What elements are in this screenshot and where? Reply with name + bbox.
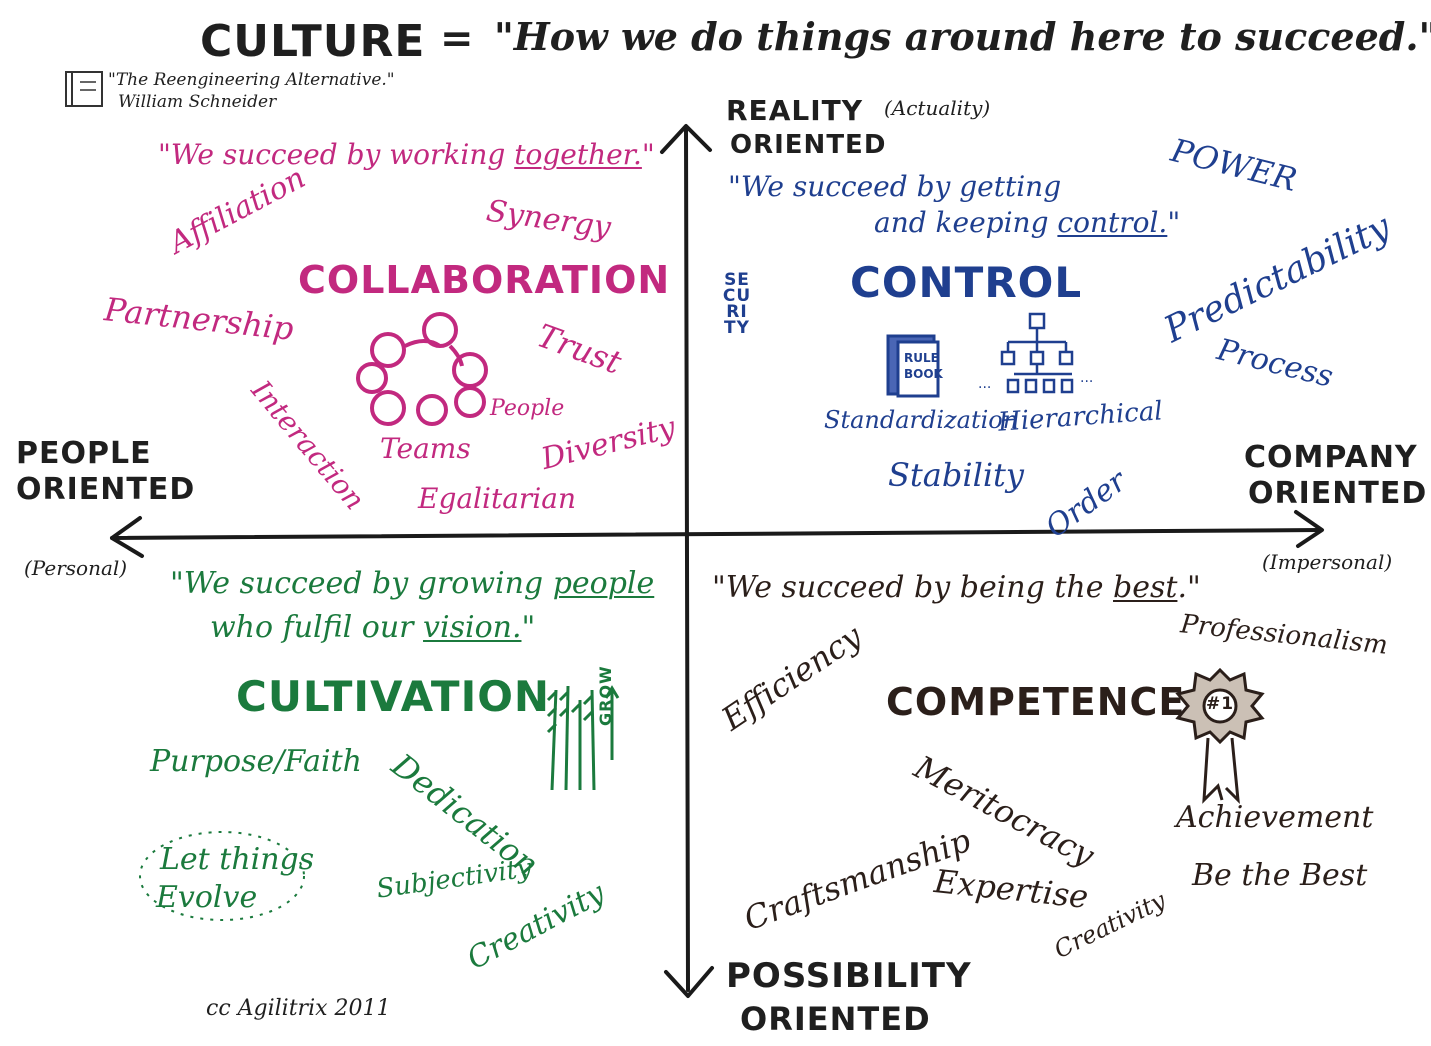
credit-text: cc Agilitrix 2011 bbox=[206, 996, 391, 1021]
people-oriented-label: ORIENTED bbox=[16, 472, 196, 507]
word-purpose-faith: Purpose/Faith bbox=[150, 744, 363, 779]
right-arrow-icon bbox=[1294, 510, 1324, 548]
company-oriented-label: ORIENTED bbox=[1248, 476, 1428, 511]
cultivation-quote-line2-text: who fulfil our bbox=[210, 610, 424, 645]
personal-note: (Personal) bbox=[24, 556, 128, 580]
control-title: CONTROL bbox=[850, 258, 1083, 307]
word-evolve: Evolve bbox=[156, 880, 258, 915]
collaboration-quote-text: "We succeed by working bbox=[158, 138, 515, 171]
word-egalitarian: Egalitarian bbox=[418, 482, 576, 515]
competence-quote-close: ." bbox=[1177, 570, 1201, 605]
collaboration-quote-close: " bbox=[641, 138, 655, 171]
word-standardization: Standardization bbox=[824, 406, 1019, 434]
book-icon bbox=[65, 71, 103, 107]
collaboration-quote: "We succeed by working together." bbox=[158, 138, 655, 171]
competence-quote-text: "We succeed by being the bbox=[712, 570, 1114, 605]
rule-book-icon: RULE BOOK bbox=[886, 334, 944, 398]
up-arrow-icon bbox=[660, 124, 712, 154]
vertical-axis bbox=[684, 126, 690, 992]
wheat-icon bbox=[546, 685, 620, 791]
equals-sign: = bbox=[440, 16, 475, 62]
word-achievement: Achievement bbox=[1176, 800, 1374, 835]
horizontal-axis bbox=[110, 528, 1322, 540]
culture-definition: "How we do things around here to succeed… bbox=[494, 14, 1431, 59]
dotted-cloud-outline bbox=[139, 831, 305, 921]
cultivation-quote-line1: "We succeed by growing people bbox=[170, 566, 654, 601]
control-quote-line2-text: and keeping bbox=[874, 206, 1058, 239]
cultivation-quote-line2-underlined: vision. bbox=[423, 610, 522, 645]
word-teams: Teams bbox=[380, 432, 471, 465]
possibility-oriented-label: ORIENTED bbox=[740, 1000, 931, 1038]
cultivation-quote-line1-text: "We succeed by growing bbox=[170, 566, 553, 601]
source-author: William Schneider bbox=[118, 92, 277, 112]
down-arrow-icon bbox=[664, 966, 714, 998]
word-grow: GROW bbox=[596, 665, 615, 726]
word-security: SECURITY bbox=[722, 270, 752, 338]
control-quote-line1: "We succeed by getting bbox=[728, 170, 1062, 203]
word-stability: Stability bbox=[888, 456, 1024, 494]
word-people: People bbox=[490, 396, 565, 421]
cultivation-title: CULTIVATION bbox=[236, 672, 551, 721]
control-quote-close: " bbox=[1167, 206, 1181, 239]
word-be-the-best: Be the Best bbox=[1192, 858, 1368, 893]
award-ribbon-icon bbox=[1175, 667, 1265, 805]
svg-text:BOOK: BOOK bbox=[904, 367, 944, 381]
collaboration-quote-underlined: together. bbox=[514, 138, 642, 171]
left-arrow-icon bbox=[110, 516, 144, 558]
svg-text:···: ··· bbox=[978, 380, 991, 396]
culture-heading: CULTURE bbox=[200, 16, 426, 67]
svg-text:RULE: RULE bbox=[904, 351, 939, 365]
competence-title: COMPETENCE bbox=[886, 680, 1186, 724]
impersonal-note: (Impersonal) bbox=[1262, 550, 1393, 574]
org-chart-icon: ··· ··· bbox=[978, 312, 1093, 396]
collaboration-title: COLLABORATION bbox=[298, 258, 671, 302]
actuality-note: (Actuality) bbox=[884, 96, 991, 120]
competence-quote: "We succeed by being the best." bbox=[712, 570, 1201, 605]
svg-text:···: ··· bbox=[1080, 374, 1093, 390]
reality-oriented-label: ORIENTED bbox=[730, 130, 887, 160]
source-title: "The Reengineering Alternative." bbox=[108, 70, 395, 90]
control-quote-line2: and keeping control." bbox=[874, 206, 1180, 239]
cultivation-quote-line1-underlined: people bbox=[552, 566, 655, 601]
word-let-things: Let things bbox=[160, 842, 315, 877]
reality-label: REALITY bbox=[726, 94, 863, 127]
control-quote-underlined: control. bbox=[1057, 206, 1168, 239]
cultivation-quote-close: " bbox=[521, 610, 536, 645]
team-cloud-icon bbox=[356, 312, 488, 426]
competence-quote-underlined: best bbox=[1113, 570, 1178, 605]
cultivation-quote-line2: who fulfil our vision." bbox=[210, 610, 535, 645]
number-one-badge: #1 bbox=[1206, 694, 1235, 714]
possibility-label: POSSIBILITY bbox=[726, 956, 972, 996]
company-label: COMPANY bbox=[1244, 440, 1418, 475]
people-label: PEOPLE bbox=[16, 436, 152, 471]
